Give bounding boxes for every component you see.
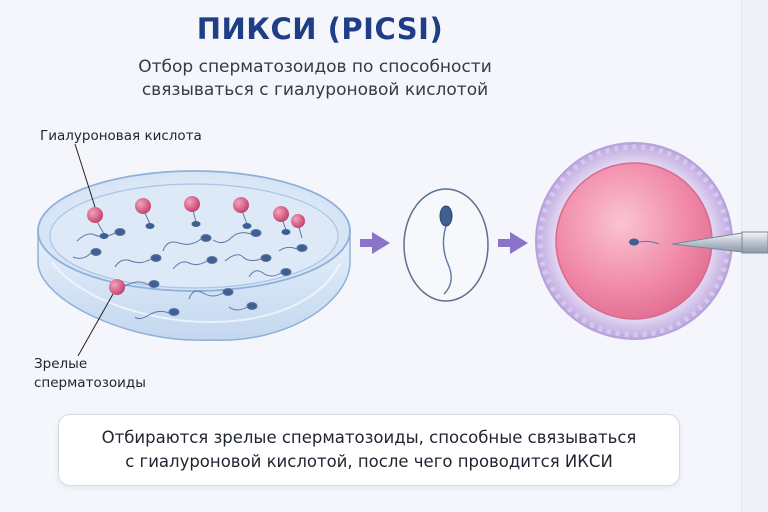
ha-bead xyxy=(135,198,151,214)
micropipette-icon xyxy=(671,231,768,254)
sperm-cell xyxy=(114,254,162,268)
sperm-cell xyxy=(72,248,102,259)
sperm-head xyxy=(439,205,453,227)
ha-bead xyxy=(87,207,103,223)
ha-bead xyxy=(273,206,289,222)
ha-bead xyxy=(291,214,305,228)
arrow-right-icon xyxy=(360,232,390,254)
sperm-cell xyxy=(228,302,258,311)
sperm-cell xyxy=(224,254,272,262)
caption-text: Отбираются зрелые сперматозоиды, способн… xyxy=(101,428,637,471)
hyaluronic-acid-beads xyxy=(87,196,305,295)
petri-dish xyxy=(37,170,351,341)
sperm-cell xyxy=(172,256,218,270)
sperm-cell xyxy=(134,308,180,320)
sperm-cell xyxy=(278,244,308,252)
ha-bead xyxy=(184,196,200,212)
ha-bead xyxy=(233,197,249,213)
sperm-tail xyxy=(442,225,452,295)
label-mature-sperm: Зрелые сперматозоиды xyxy=(34,356,146,391)
sperm-cell xyxy=(212,229,262,244)
injected-sperm xyxy=(629,238,639,246)
oocyte xyxy=(535,142,733,340)
page-title: ПИКСИ (PICSI) xyxy=(196,12,444,46)
arrow-right-icon xyxy=(498,232,528,254)
selected-sperm-oval xyxy=(403,188,489,302)
side-strip xyxy=(741,0,768,512)
leader-line-ha xyxy=(74,143,96,208)
ha-bead xyxy=(109,279,125,295)
page-subtitle: Отбор сперматозоидов по способности связ… xyxy=(138,57,492,100)
leader-line-mature xyxy=(77,293,114,357)
label-hyaluronic-acid: Гиалуроновая кислота xyxy=(40,128,202,144)
sperm-cell xyxy=(162,234,212,252)
sperm-in-dish xyxy=(72,228,308,320)
sperm-cell xyxy=(248,268,292,278)
caption-box: Отбираются зрелые сперматозоиды, способн… xyxy=(58,414,680,486)
sperm-cell xyxy=(188,288,234,300)
